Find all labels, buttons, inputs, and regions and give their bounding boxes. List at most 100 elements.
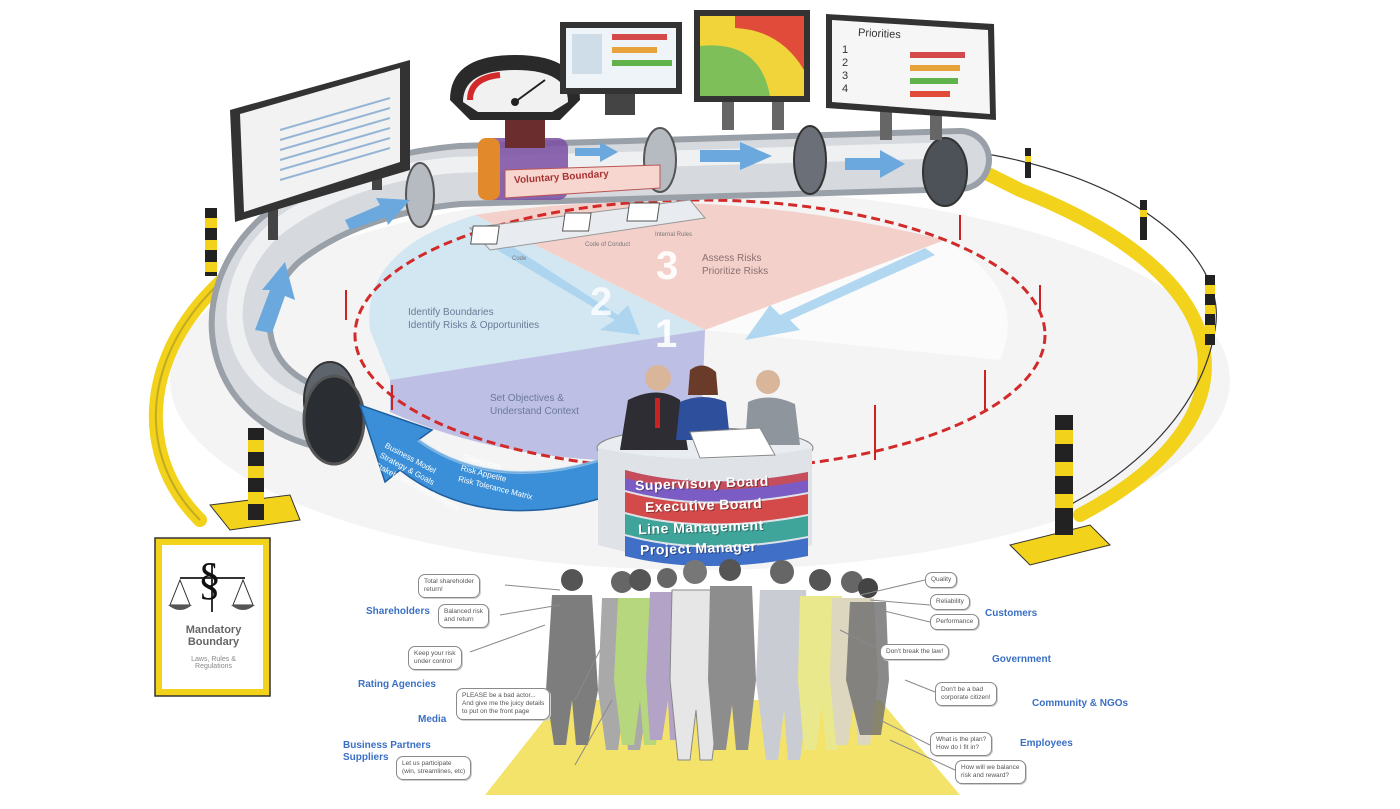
board-member-center bbox=[676, 365, 730, 440]
stakeholder-crowd bbox=[546, 559, 889, 761]
monitor-left bbox=[230, 60, 410, 240]
bubble-text: Performance bbox=[936, 618, 974, 625]
phase-3-text: Assess Risks Prioritize Risks bbox=[702, 252, 768, 278]
phase-3-line-1: Assess Risks bbox=[702, 253, 762, 264]
label-government: Government bbox=[992, 654, 1051, 665]
bubble-text: Keep your risk bbox=[414, 650, 456, 657]
phase-3-line-2: Prioritize Risks bbox=[702, 266, 769, 277]
mandatory-boundary-sign bbox=[154, 537, 271, 697]
flow-arrow-left bbox=[480, 232, 640, 335]
bubble-text: Don't be a bad bbox=[941, 686, 984, 693]
bubble-reliability: Reliability bbox=[930, 594, 970, 611]
bollard bbox=[205, 208, 217, 276]
outer-rope bbox=[959, 149, 1217, 511]
bubble-text: And give me the juicy details bbox=[462, 700, 545, 708]
bollard bbox=[1055, 415, 1073, 535]
stanchions bbox=[345, 215, 1041, 460]
phase-2-line-1: Identify Boundaries bbox=[408, 307, 494, 318]
bubble-pointers bbox=[469, 579, 956, 771]
bubble-text: to put on the front page bbox=[462, 708, 530, 716]
label-shareholders: Shareholders bbox=[366, 606, 430, 617]
pipe-arrow bbox=[700, 142, 772, 170]
monitor-heatmap bbox=[694, 10, 810, 130]
bubble-text: corporate citizen! bbox=[941, 694, 991, 702]
mandatory-sub-2: Regulations bbox=[195, 663, 232, 670]
board-member-left bbox=[620, 365, 688, 450]
gauge-meter bbox=[450, 55, 580, 148]
bollard bbox=[1025, 148, 1031, 178]
bubble-text: Quality bbox=[931, 576, 952, 583]
bubble-citizen: Don't be a bad corporate citizen! bbox=[935, 682, 997, 707]
bubble-text: What is the plan? bbox=[936, 736, 987, 743]
band-executive bbox=[625, 492, 808, 524]
bubble-text: Let us participate bbox=[402, 760, 452, 767]
document-icon bbox=[626, 202, 661, 222]
bubble-media: PLEASE be a bad actor... And give me the… bbox=[456, 688, 551, 721]
priority-number-1: 1 bbox=[842, 44, 849, 56]
label-customers: Customers bbox=[985, 608, 1038, 619]
flow-arrow-right bbox=[745, 248, 935, 340]
monitor-priorities bbox=[826, 14, 996, 140]
label-media: Media bbox=[418, 714, 447, 725]
bollard bbox=[1140, 200, 1147, 240]
phase-1-line-1: Set Objectives & bbox=[490, 393, 564, 404]
voluntary-boundary-banner bbox=[504, 164, 661, 199]
bubble-balance: How will we balance risk and reward? bbox=[955, 760, 1026, 785]
label-business-partners: Business Partners bbox=[343, 740, 431, 751]
mandatory-sign-text: Mandatory Boundary bbox=[166, 624, 261, 648]
priority-number-4: 4 bbox=[842, 83, 849, 95]
pipe-arrow bbox=[575, 142, 618, 162]
bubble-control: Keep your risk under control bbox=[408, 646, 462, 671]
phase-2-text: Identify Boundaries Identify Risks & Opp… bbox=[408, 306, 539, 332]
bubble-text: Balanced risk bbox=[444, 608, 484, 615]
priority-number-3: 3 bbox=[842, 70, 849, 82]
phase-1-line-2: Understand Context bbox=[490, 406, 579, 417]
bubble-text: and return bbox=[444, 616, 474, 624]
person bbox=[669, 560, 723, 761]
pipe-joint bbox=[793, 125, 827, 195]
phase-2-line-2: Identify Risks & Opportunities bbox=[408, 320, 540, 331]
pipe-end bbox=[922, 137, 968, 207]
mandatory-line-1: Mandatory bbox=[185, 624, 242, 636]
document-label-code: Code bbox=[512, 256, 527, 262]
phase-1-number: 1 bbox=[655, 312, 678, 356]
mandatory-line-2: Boundary bbox=[187, 636, 240, 648]
pipe-arrow bbox=[345, 198, 410, 230]
bubble-text: How do I fit in? bbox=[936, 744, 979, 752]
governance-desk bbox=[596, 427, 814, 566]
bubble-text: Reliability bbox=[936, 598, 964, 605]
phase-2-number: 2 bbox=[590, 280, 613, 324]
bubble-quality: Quality bbox=[925, 572, 958, 589]
band-line bbox=[625, 514, 808, 546]
pipe-arrow bbox=[845, 150, 905, 178]
document-label-rules: Internal Rules bbox=[655, 232, 693, 238]
mandatory-sub-1: Laws, Rules & bbox=[191, 656, 236, 663]
pipe-joint bbox=[405, 162, 435, 228]
bubble-law: Don't break the law! bbox=[880, 644, 950, 661]
bubble-text: Total shareholder bbox=[424, 578, 474, 585]
monitor-traffic bbox=[560, 22, 682, 115]
bubble-performance: Performance bbox=[930, 614, 980, 631]
phase-1-text: Set Objectives & Understand Context bbox=[490, 392, 579, 418]
document-icon bbox=[561, 212, 592, 232]
person bbox=[756, 560, 810, 760]
label-community: Community & NGOs bbox=[1032, 698, 1129, 709]
bollard bbox=[1205, 275, 1215, 345]
document-label-conduct: Code of Conduct bbox=[585, 242, 631, 248]
bubble-text: risk and reward? bbox=[961, 772, 1010, 780]
bubble-total-return: Total shareholder return! bbox=[418, 574, 480, 599]
band-project bbox=[625, 536, 808, 566]
bubble-plan: What is the plan? How do I fit in? bbox=[930, 732, 993, 757]
bubble-text: How will we balance bbox=[961, 764, 1020, 771]
person bbox=[708, 559, 756, 750]
bubble-text: Don't break the law! bbox=[886, 648, 944, 655]
priorities-title: Priorities bbox=[857, 26, 902, 42]
desk-papers bbox=[689, 427, 776, 459]
phase-2-sector bbox=[369, 215, 705, 380]
yellow-track-right bbox=[953, 153, 1212, 522]
bubble-partners: Let us participate (win, streamlines, et… bbox=[396, 756, 472, 781]
label-rating-agencies: Rating Agencies bbox=[358, 679, 436, 690]
bubble-text: return! bbox=[424, 586, 443, 594]
paragraph-symbol: § bbox=[198, 553, 221, 604]
